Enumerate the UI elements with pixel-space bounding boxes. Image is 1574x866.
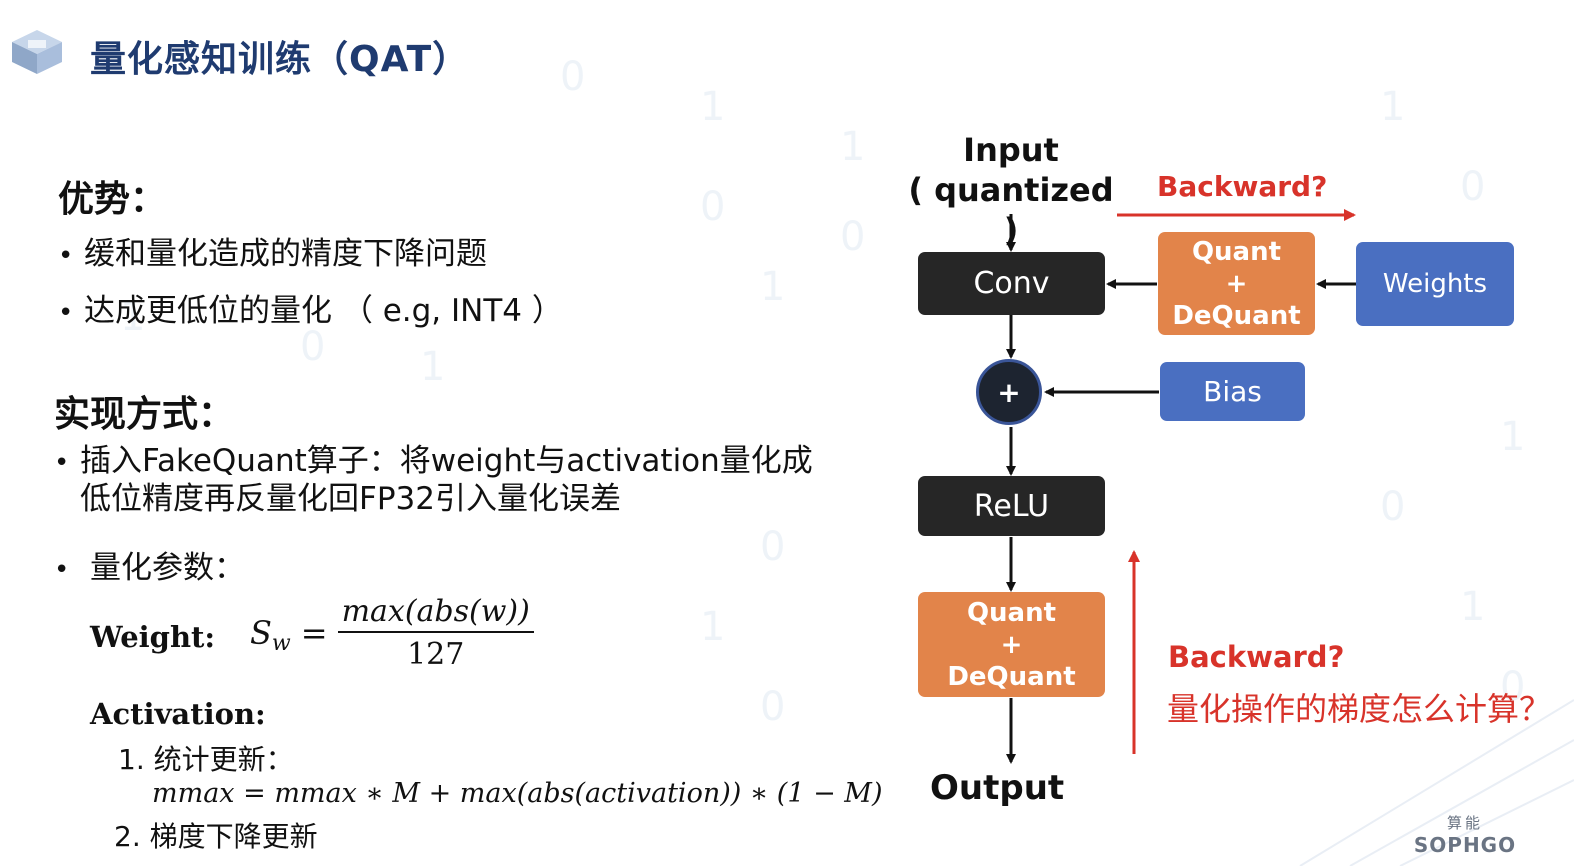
plus-label: +	[1225, 268, 1248, 299]
equals-sign: =	[300, 614, 328, 652]
dequant-label: DeQuant	[947, 661, 1076, 692]
quant-params-label: 量化参数：	[90, 550, 245, 586]
input-label-line-1: Input	[963, 131, 1059, 169]
conv-node: Conv	[918, 252, 1105, 315]
bullet-dot: •	[54, 555, 70, 585]
relu-node: ReLU	[918, 476, 1105, 536]
slide-title: 量化感知训练（QAT）	[90, 39, 470, 80]
gradient-question: 量化操作的梯度怎么计算？	[1167, 690, 1552, 728]
step-1-label: 1. 统计更新：	[118, 743, 294, 776]
input-label-line-2: ( quantized )	[908, 171, 1114, 249]
quant-dequant-node-weights: Quant + DeQuant	[1158, 232, 1315, 335]
advantage-text-2: 达成更低位的量化 （ e.g, INT4 ）	[84, 293, 563, 329]
implementation-item-1: • 插入FakeQuant算子：将weight与activation量化成 低位精…	[54, 443, 813, 517]
backward-label-top: Backward?	[1157, 170, 1328, 203]
activation-label: Activation:	[90, 697, 266, 731]
weight-label: Weight:	[90, 620, 216, 654]
advantage-item-1: • 缓和量化造成的精度下降问题	[58, 228, 487, 273]
implementation-item-2: • 量化参数：	[54, 542, 245, 587]
logo-cube-icon	[12, 30, 62, 74]
bullet-dot: •	[54, 448, 70, 478]
backward-label-bottom: Backward?	[1168, 640, 1345, 674]
advantage-text-1: 缓和量化造成的精度下降问题	[84, 236, 487, 272]
quant-dequant-node-activation: Quant + DeQuant	[918, 592, 1105, 697]
fraction-numerator: max(abs(w))	[337, 594, 534, 633]
plus-label: +	[1000, 629, 1023, 660]
implementation-text-line-1: 插入FakeQuant算子：将weight与activation量化成	[80, 443, 813, 479]
quant-label: Quant	[966, 597, 1057, 628]
sophgo-logo: 算能 SOPHGO	[1410, 812, 1520, 857]
advantage-item-2: • 达成更低位的量化 （ e.g, INT4 ）	[58, 285, 563, 330]
scale-symbol: S	[250, 614, 272, 652]
bias-node: Bias	[1160, 362, 1305, 421]
advantages-heading: 优势：	[58, 179, 167, 220]
bullet-dot: •	[58, 298, 74, 328]
implementation-heading: 实现方式：	[54, 394, 235, 435]
input-label: Input ( quantized )	[905, 130, 1117, 250]
weights-node: Weights	[1356, 242, 1514, 326]
step-2-label: 2. 梯度下降更新	[114, 820, 318, 853]
add-node: +	[976, 359, 1042, 425]
bullet-dot: •	[58, 241, 74, 271]
logo-cn-text: 算能	[1446, 814, 1483, 832]
logo-en-text: SOPHGO	[1413, 833, 1517, 857]
scale-subscript: w	[271, 630, 291, 656]
step-1-formula: mmax = mmax ∗ M + max(abs(activation)) ∗…	[152, 778, 883, 809]
quant-label: Quant	[1191, 236, 1282, 267]
dequant-label: DeQuant	[1172, 300, 1301, 331]
implementation-text-line-2: 低位精度再反量化回FP32引入量化误差	[80, 481, 621, 517]
fraction-denominator: 127	[407, 637, 465, 672]
output-label: Output	[930, 768, 1065, 808]
weight-fraction: max(abs(w)) 127	[337, 594, 534, 672]
